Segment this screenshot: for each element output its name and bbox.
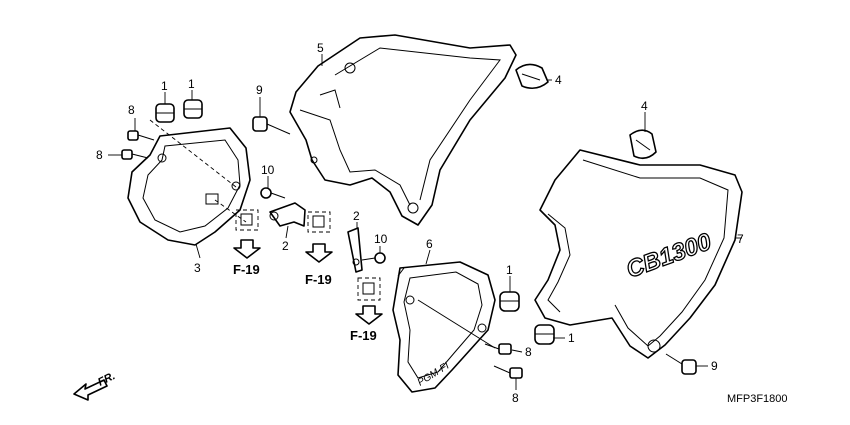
callout-1: 1 bbox=[506, 263, 513, 277]
diagram-code: MFP3F1800 bbox=[727, 393, 788, 405]
grommet-part-1 bbox=[499, 291, 520, 312]
bolt-part-9 bbox=[665, 353, 697, 375]
bolt-part-9 bbox=[252, 116, 291, 135]
clip-box bbox=[307, 211, 331, 233]
callout-10: 10 bbox=[374, 232, 388, 246]
front-arrow-label: FR. bbox=[96, 370, 117, 389]
callout-1: 1 bbox=[568, 331, 575, 345]
callout-6: 6 bbox=[426, 237, 433, 251]
screw-part-10 bbox=[361, 252, 386, 264]
grommet-part-1 bbox=[534, 324, 555, 345]
clip-box bbox=[357, 277, 381, 301]
callout-10: 10 bbox=[261, 163, 275, 177]
arrow-down-icon bbox=[305, 243, 333, 263]
arrow-down-icon bbox=[233, 239, 261, 259]
callout-1: 1 bbox=[188, 77, 195, 91]
reference-label: F-19 bbox=[233, 262, 260, 277]
leader-lines bbox=[108, 54, 742, 390]
bolt-part-8 bbox=[121, 149, 149, 160]
bolt-part-8 bbox=[493, 365, 523, 379]
callout-4: 4 bbox=[555, 73, 562, 87]
grommet-part-4 bbox=[629, 129, 657, 160]
callout-8: 8 bbox=[512, 391, 519, 405]
callout-2: 2 bbox=[353, 209, 360, 223]
callout-4: 4 bbox=[641, 99, 648, 113]
grommet-part-4 bbox=[515, 63, 549, 90]
bolt-part-8 bbox=[484, 343, 512, 355]
callout-7: 7 bbox=[737, 232, 744, 246]
callout-8: 8 bbox=[96, 148, 103, 162]
reference-label: F-19 bbox=[350, 328, 377, 343]
callout-8: 8 bbox=[525, 345, 532, 359]
clip-box bbox=[235, 209, 259, 231]
callout-3: 3 bbox=[194, 261, 201, 275]
side-panel-part-6: PGM-FI bbox=[392, 261, 496, 393]
callout-8: 8 bbox=[128, 103, 135, 117]
bolt-part-8 bbox=[127, 130, 155, 141]
callout-2: 2 bbox=[282, 239, 289, 253]
arrow-down-icon bbox=[355, 305, 383, 325]
grommet-part-1 bbox=[183, 99, 203, 119]
upper-cover-part-5 bbox=[289, 34, 517, 226]
left-cover-part-3 bbox=[127, 127, 251, 246]
grommet-part-1 bbox=[155, 103, 175, 123]
bracket-part-2 bbox=[347, 227, 363, 273]
side-cover-part-7: CB1300 bbox=[534, 149, 743, 359]
callout-9: 9 bbox=[256, 83, 263, 97]
callout-9: 9 bbox=[711, 359, 718, 373]
reference-label: F-19 bbox=[305, 272, 332, 287]
front-direction-arrow-icon: FR. bbox=[73, 370, 117, 401]
bracket-part-2 bbox=[269, 202, 306, 227]
screw-part-10 bbox=[260, 187, 286, 199]
callout-1: 1 bbox=[161, 79, 168, 93]
callout-5: 5 bbox=[317, 41, 324, 55]
